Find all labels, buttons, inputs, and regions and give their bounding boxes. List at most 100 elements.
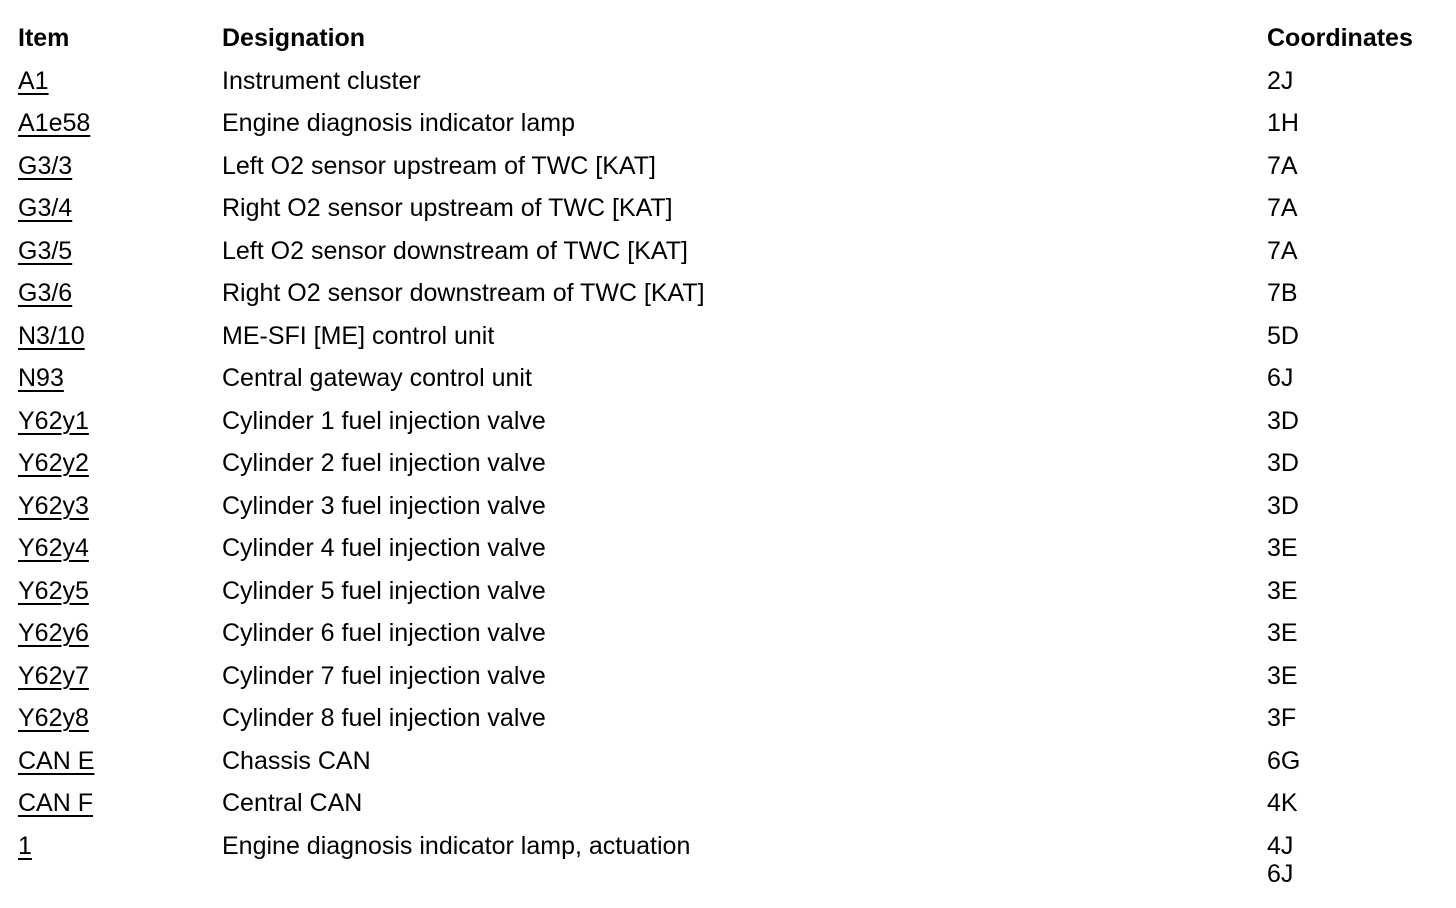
item-link[interactable]: G3/4 — [18, 194, 73, 222]
designation-cell: Cylinder 7 fuel injection valve — [222, 661, 546, 690]
designation-cell: Chassis CAN — [222, 746, 371, 775]
item-cell: G3/6 — [18, 279, 222, 322]
item-link[interactable]: Y62y4 — [18, 534, 89, 562]
coordinates-cell: 3E — [1267, 662, 1438, 705]
item-cell: 1 — [18, 832, 222, 903]
coordinate-value: 7A — [1267, 236, 1298, 265]
item-link[interactable]: Y62y1 — [18, 406, 89, 435]
table-row: G3/5 Left O2 sensor downstream of TWC [KA… — [18, 237, 1438, 280]
item-link[interactable]: G3/5 — [18, 236, 73, 265]
coordinates-cell: 5D — [1267, 322, 1438, 365]
item-link[interactable]: Y62y2 — [18, 449, 89, 477]
coordinates-cell: 7A — [1267, 237, 1438, 280]
item-cell: G3/4 — [18, 194, 222, 237]
designation-cell: Left O2 sensor downstream of TWC [KAT] — [222, 236, 688, 265]
coordinate-value: 4J — [1267, 831, 1294, 860]
item-cell: A1 — [18, 67, 222, 110]
item-cell: Y62y4 — [18, 534, 222, 577]
designation-cell: Central gateway control unit — [222, 364, 532, 392]
coordinate-value: 7B — [1267, 279, 1298, 307]
item-cell: G3/3 — [18, 152, 222, 195]
column-header-item: Item — [18, 24, 70, 52]
coordinates-cell: 6G — [1267, 747, 1438, 790]
coordinates-cell: 1H — [1267, 109, 1438, 152]
coordinates-cell: 3D — [1267, 492, 1438, 535]
item-cell: G3/5 — [18, 237, 222, 280]
designation-cell: Left O2 sensor upstream of TWC [KAT] — [222, 151, 656, 180]
coordinate-value: 4K — [1267, 789, 1298, 817]
legend-table: Item Designation Coordinates A1 Instrumen… — [18, 24, 1438, 902]
table-row: N3/10 ME-SFI [ME] control unit 5D — [18, 322, 1438, 365]
item-link[interactable]: Y62y3 — [18, 491, 89, 520]
item-link[interactable]: Y62y5 — [18, 576, 89, 605]
coordinate-value: 3D — [1267, 406, 1299, 435]
coordinate-value: 7A — [1267, 194, 1298, 222]
coordinates-cell: 2J — [1267, 67, 1438, 110]
item-link[interactable]: N3/10 — [18, 321, 85, 350]
coordinate-value: 3F — [1267, 704, 1297, 732]
table-row: N93 Central gateway control unit 6J — [18, 364, 1438, 407]
designation-cell: Right O2 sensor upstream of TWC [KAT] — [222, 194, 673, 222]
coordinate-value: 3D — [1267, 491, 1299, 520]
designation-cell: Cylinder 8 fuel injection valve — [222, 704, 546, 732]
table-row: Y62y1 Cylinder 1 fuel injection valve 3D — [18, 407, 1438, 450]
item-cell: N93 — [18, 364, 222, 407]
coordinate-value: 6G — [1267, 746, 1301, 775]
item-link[interactable]: A1e58 — [18, 109, 91, 137]
coordinate-value: 2J — [1267, 66, 1294, 95]
item-cell: Y62y5 — [18, 577, 222, 620]
column-header-designation: Designation — [222, 24, 366, 52]
table-row: Y62y6 Cylinder 6 fuel injection valve 3E — [18, 619, 1438, 662]
table-row: 1 Engine diagnosis indicator lamp, actuat… — [18, 832, 1438, 903]
item-link[interactable]: CAN F — [18, 789, 93, 817]
designation-cell: Cylinder 2 fuel injection valve — [222, 449, 546, 477]
designation-cell: Engine diagnosis indicator lamp, actuati… — [222, 831, 691, 860]
item-cell: Y62y7 — [18, 662, 222, 705]
item-link[interactable]: G3/3 — [18, 151, 73, 180]
item-link[interactable]: A1 — [18, 66, 49, 95]
item-cell: CAN F — [18, 789, 222, 832]
column-header-coordinates: Coordinates — [1267, 24, 1413, 52]
coordinate-value: 1H — [1267, 109, 1299, 137]
item-cell: A1e58 — [18, 109, 222, 152]
item-link[interactable]: Y62y7 — [18, 661, 89, 690]
designation-cell: Cylinder 1 fuel injection valve — [222, 406, 546, 435]
item-cell: Y62y2 — [18, 449, 222, 492]
item-cell: CAN E — [18, 747, 222, 790]
coordinates-cell: 6J — [1267, 364, 1438, 407]
item-link[interactable]: CAN E — [18, 746, 95, 775]
designation-cell: ME-SFI [ME] control unit — [222, 321, 495, 350]
table-row: Y62y7 Cylinder 7 fuel injection valve 3E — [18, 662, 1438, 705]
designation-cell: Cylinder 6 fuel injection valve — [222, 619, 546, 647]
item-cell: Y62y3 — [18, 492, 222, 535]
item-link[interactable]: N93 — [18, 364, 64, 392]
table-row: G3/4 Right O2 sensor upstream of TWC [KAT… — [18, 194, 1438, 237]
item-link[interactable]: Y62y8 — [18, 704, 89, 732]
designation-cell: Cylinder 5 fuel injection valve — [222, 576, 546, 605]
coordinate-value: 3E — [1267, 534, 1298, 562]
table-header-row: Item Designation Coordinates — [18, 24, 1438, 67]
coordinate-value: 3E — [1267, 619, 1298, 647]
table-row: G3/3 Left O2 sensor upstream of TWC [KAT]… — [18, 152, 1438, 195]
coordinates-cell: 3E — [1267, 534, 1438, 577]
coordinates-cell: 4K — [1267, 789, 1438, 832]
designation-cell: Right O2 sensor downstream of TWC [KAT] — [222, 279, 705, 307]
coordinates-cell: 3D — [1267, 449, 1438, 492]
coordinates-cell: 3D — [1267, 407, 1438, 450]
table-row: Y62y4 Cylinder 4 fuel injection valve 3E — [18, 534, 1438, 577]
item-cell: Y62y1 — [18, 407, 222, 450]
item-cell: Y62y8 — [18, 704, 222, 747]
coordinate-value: 6J — [1267, 364, 1294, 392]
designation-cell: Cylinder 4 fuel injection valve — [222, 534, 546, 562]
coordinate-value: 3E — [1267, 661, 1298, 690]
designation-cell: Instrument cluster — [222, 66, 421, 95]
item-link[interactable]: 1 — [18, 831, 32, 860]
item-link[interactable]: G3/6 — [18, 279, 73, 307]
item-link[interactable]: Y62y6 — [18, 619, 89, 647]
coordinate-value: 7A — [1267, 151, 1298, 180]
